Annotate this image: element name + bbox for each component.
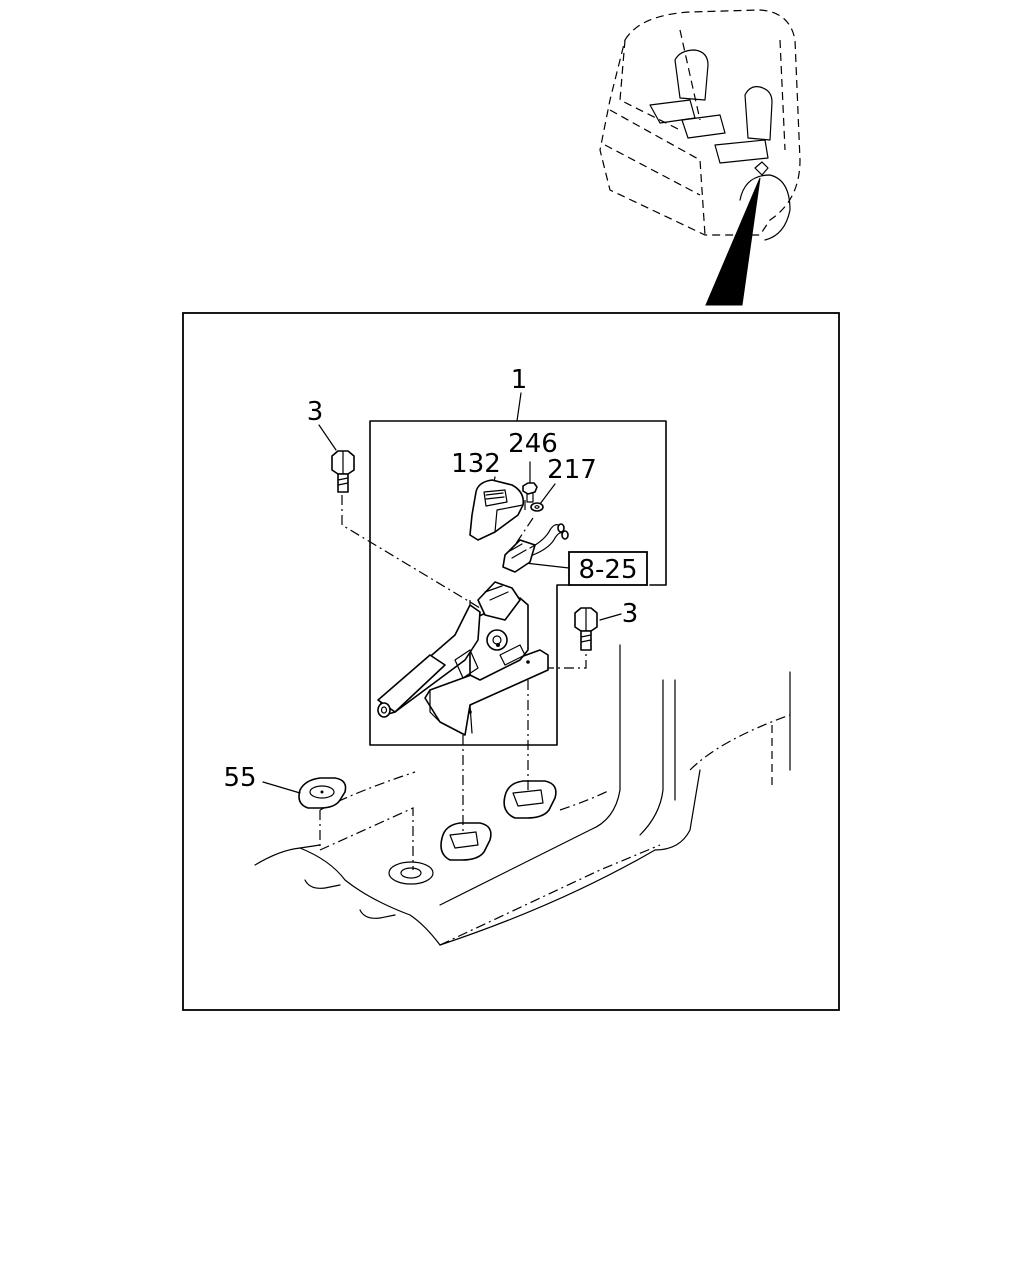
- floor-hole: [388, 861, 434, 885]
- bolt-right: [574, 607, 598, 651]
- brake-switch: [502, 523, 569, 573]
- screw-246: [522, 482, 538, 503]
- parking-brake-lever: [377, 581, 549, 736]
- floor-panel: [254, 644, 791, 946]
- callout-reference: 8-25: [578, 555, 637, 585]
- callout-washer: 217: [547, 455, 597, 485]
- floor-boot-right: [503, 780, 557, 819]
- callout-assembly: 1: [511, 365, 528, 395]
- callout-bolt-left: 3: [307, 397, 324, 427]
- bolt-left: [331, 450, 355, 493]
- assembly-centerlines: [319, 495, 587, 870]
- grommet-55: [298, 777, 347, 809]
- callout-screw: 246: [508, 429, 558, 459]
- callout-grommet: 55: [223, 763, 256, 793]
- lever-cover: [469, 479, 525, 541]
- leader-lines: [262, 392, 622, 794]
- callout-cover: 132: [451, 449, 501, 479]
- floor-boot-left: [440, 822, 492, 861]
- washer-217: [530, 502, 544, 512]
- detail-frame: [182, 312, 840, 1011]
- callout-bolt-right: 3: [622, 599, 639, 629]
- assembly-box: [369, 420, 667, 746]
- cab-overview-inset: [599, 9, 801, 306]
- reference-box: [568, 551, 648, 586]
